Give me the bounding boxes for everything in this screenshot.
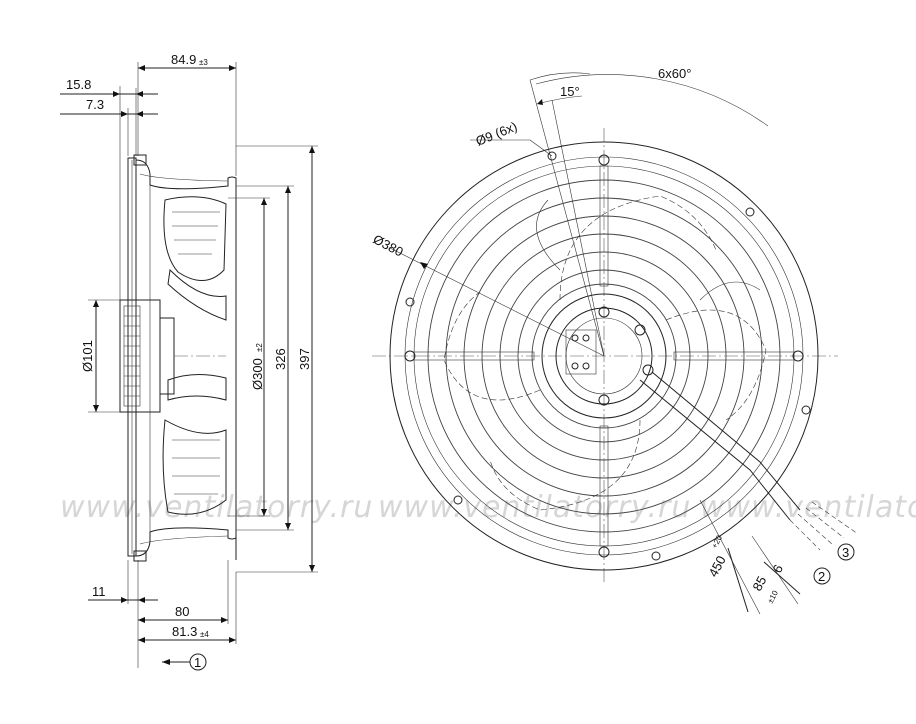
- motor-outer: [541, 293, 667, 419]
- front-view: 6x60° 15° Ø9 (6x) Ø380 450 +20 6 85 ±10 …: [371, 66, 859, 615]
- blade-upper: [163, 196, 227, 281]
- housing-top: [135, 159, 237, 560]
- dim-angle-offset: 15°: [560, 84, 580, 99]
- dim-flange-thickness: 7.3: [86, 97, 104, 112]
- rotor-disc: [159, 317, 175, 395]
- mounting-hole-6: [745, 207, 755, 217]
- blade-lower: [162, 419, 227, 515]
- marker-3-circle: [837, 543, 855, 561]
- housing-bottom: [135, 527, 237, 557]
- dim-cable-length: 450: [705, 553, 728, 579]
- dim-depth-tol: ±3: [199, 58, 208, 67]
- watermark-right: www.ventilatorry.ru: [700, 490, 916, 525]
- guard-struts: [413, 165, 795, 547]
- dim-blade-diameter: Ø300: [250, 358, 265, 390]
- cable-leads: [789, 519, 821, 551]
- watermark-left: www.ventilatorry.ru: [60, 490, 373, 525]
- dim-depth: 84.9: [171, 52, 196, 67]
- dim-total-length: 81.3: [172, 624, 197, 639]
- mounting-holes: [404, 151, 811, 561]
- dim-outer-diameter: 397: [297, 348, 312, 370]
- blade-lower-root: [167, 374, 227, 401]
- side-view: 84.9 ±3 15.8 7.3 Ø101 Ø300 ±2 326 397: [60, 52, 318, 671]
- marker-2-circle: [813, 567, 831, 585]
- bolt-top: [133, 154, 147, 166]
- arc-6x60: [535, 74, 769, 127]
- terminal-box: [565, 329, 597, 375]
- fan-blades: [443, 195, 767, 511]
- dim-total-length-tol: ±4: [200, 630, 209, 639]
- airflow-marker: 1: [194, 655, 201, 670]
- dim-hole-spec: Ø9 (6x): [474, 119, 520, 149]
- flange-plate: [127, 157, 137, 557]
- bolt-bottom: [133, 550, 147, 562]
- motor-cover: [555, 307, 653, 405]
- dim-flange-offset: 15.8: [66, 77, 91, 92]
- dim-bolt-circle: Ø380: [371, 231, 406, 259]
- angle-leader-15: [529, 79, 605, 357]
- mounting-hole-3: [404, 350, 416, 362]
- guard-rings: [427, 179, 781, 533]
- mounting-hole-2: [598, 546, 610, 558]
- marker-2: 2: [818, 569, 825, 584]
- dim-hub-diameter: Ø101: [80, 340, 95, 372]
- housing-outer-circle: [389, 141, 819, 571]
- mounting-hole-5: [405, 297, 415, 307]
- mounting-hole-1: [598, 154, 610, 166]
- hole-spec-leader: [529, 139, 553, 157]
- dim-lead-length: 85: [749, 574, 769, 594]
- dim-lead-length-tol: ±10: [766, 588, 780, 604]
- marker-3: 3: [842, 545, 849, 560]
- dim-lead-strip: 6: [769, 562, 786, 575]
- dim-blade-diameter-tol: ±2: [255, 343, 264, 352]
- dim-body-length: 80: [175, 604, 189, 619]
- dim-bottom-offset: 11: [92, 584, 106, 599]
- dim-inner-ring: 326: [273, 348, 288, 370]
- airflow-marker-circle: [189, 653, 207, 671]
- cable: [639, 379, 791, 521]
- mounting-hole-4: [792, 350, 804, 362]
- blade-upper-root: [167, 268, 227, 321]
- dim-bolt-pattern: 6x60°: [658, 66, 691, 81]
